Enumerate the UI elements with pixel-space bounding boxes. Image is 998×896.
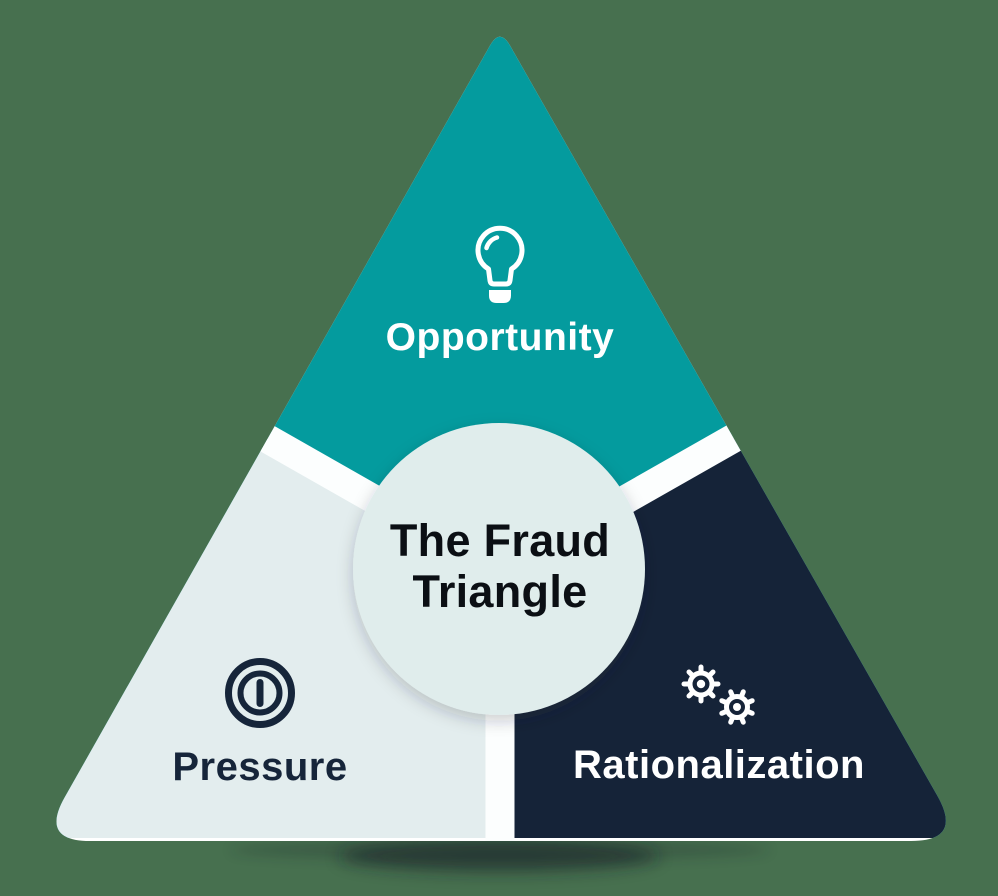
center-circle xyxy=(353,423,645,715)
lightbulb-icon xyxy=(475,225,525,303)
gear-tooth xyxy=(719,698,729,705)
pressure-label: Pressure xyxy=(172,745,347,789)
gear-tooth xyxy=(707,669,716,678)
gear-tooth xyxy=(686,690,695,699)
lightbulb-highlight xyxy=(484,235,500,251)
gear-tooth xyxy=(728,689,735,699)
gear-small-ring xyxy=(724,694,750,720)
gear-tooth xyxy=(745,698,755,705)
center-title-line1: The Fraud xyxy=(390,515,610,566)
rationalization-label: Rationalization xyxy=(573,743,865,787)
gears-icon xyxy=(681,664,755,725)
lightbulb-glass xyxy=(475,225,525,287)
power-outer-ring xyxy=(225,658,295,728)
gear-tooth xyxy=(707,690,716,699)
gear-tooth xyxy=(728,715,735,725)
gear-tooth xyxy=(686,669,695,678)
gear-tooth xyxy=(739,689,746,699)
triangle-shadow-core xyxy=(339,840,659,872)
opportunity-label: Opportunity xyxy=(386,316,615,359)
power-inner-ring xyxy=(237,670,283,716)
gear-large xyxy=(681,664,721,704)
gear-large-hub xyxy=(696,679,706,689)
gear-tooth xyxy=(719,709,729,716)
gear-tooth xyxy=(745,709,755,716)
center-title-line2: Triangle xyxy=(413,566,588,617)
gear-small xyxy=(719,689,755,725)
lightbulb-base xyxy=(489,290,511,303)
power-icon xyxy=(225,658,295,728)
gear-tooth xyxy=(739,715,746,725)
gear-small-hub xyxy=(733,703,741,711)
